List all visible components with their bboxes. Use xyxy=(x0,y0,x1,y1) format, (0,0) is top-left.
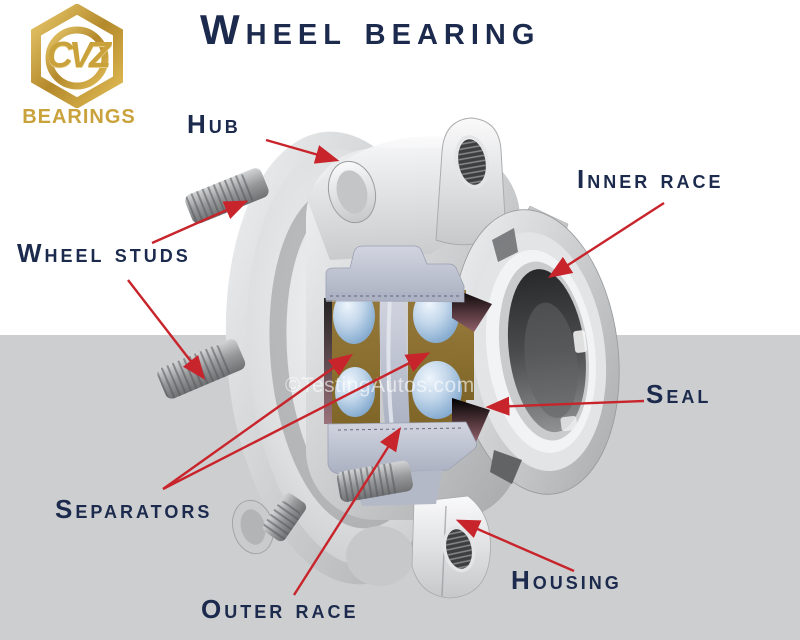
ring-notch-top xyxy=(492,228,518,262)
label-wheel-studs: Wheel studs xyxy=(17,238,191,268)
label-housing: Housing xyxy=(511,565,622,595)
label-outer-race: Outer race xyxy=(201,594,359,624)
watermark: ©TestingAutos.com xyxy=(285,374,475,397)
logo-hexagon-icon xyxy=(31,4,123,108)
label-hub: Hub xyxy=(187,109,241,139)
page-title: Wheel bearing xyxy=(200,6,541,53)
logo-brand-name: BEARINGS xyxy=(22,106,136,128)
inner-race-ring xyxy=(452,209,620,495)
flange-bolt-top xyxy=(327,160,377,224)
housing-bottom-lug xyxy=(411,495,491,599)
label-seal: Seal xyxy=(646,379,712,409)
brand-logo: CVZ BEARINGS xyxy=(14,2,144,134)
label-separators: Separators xyxy=(55,494,213,524)
outer-race-top-slab xyxy=(325,245,465,303)
ring-notch-bottom xyxy=(490,450,522,484)
housing-bottom-boss xyxy=(346,526,414,586)
label-inner-race: Inner race xyxy=(577,164,724,194)
logo-monogram: CVZ xyxy=(47,34,111,75)
